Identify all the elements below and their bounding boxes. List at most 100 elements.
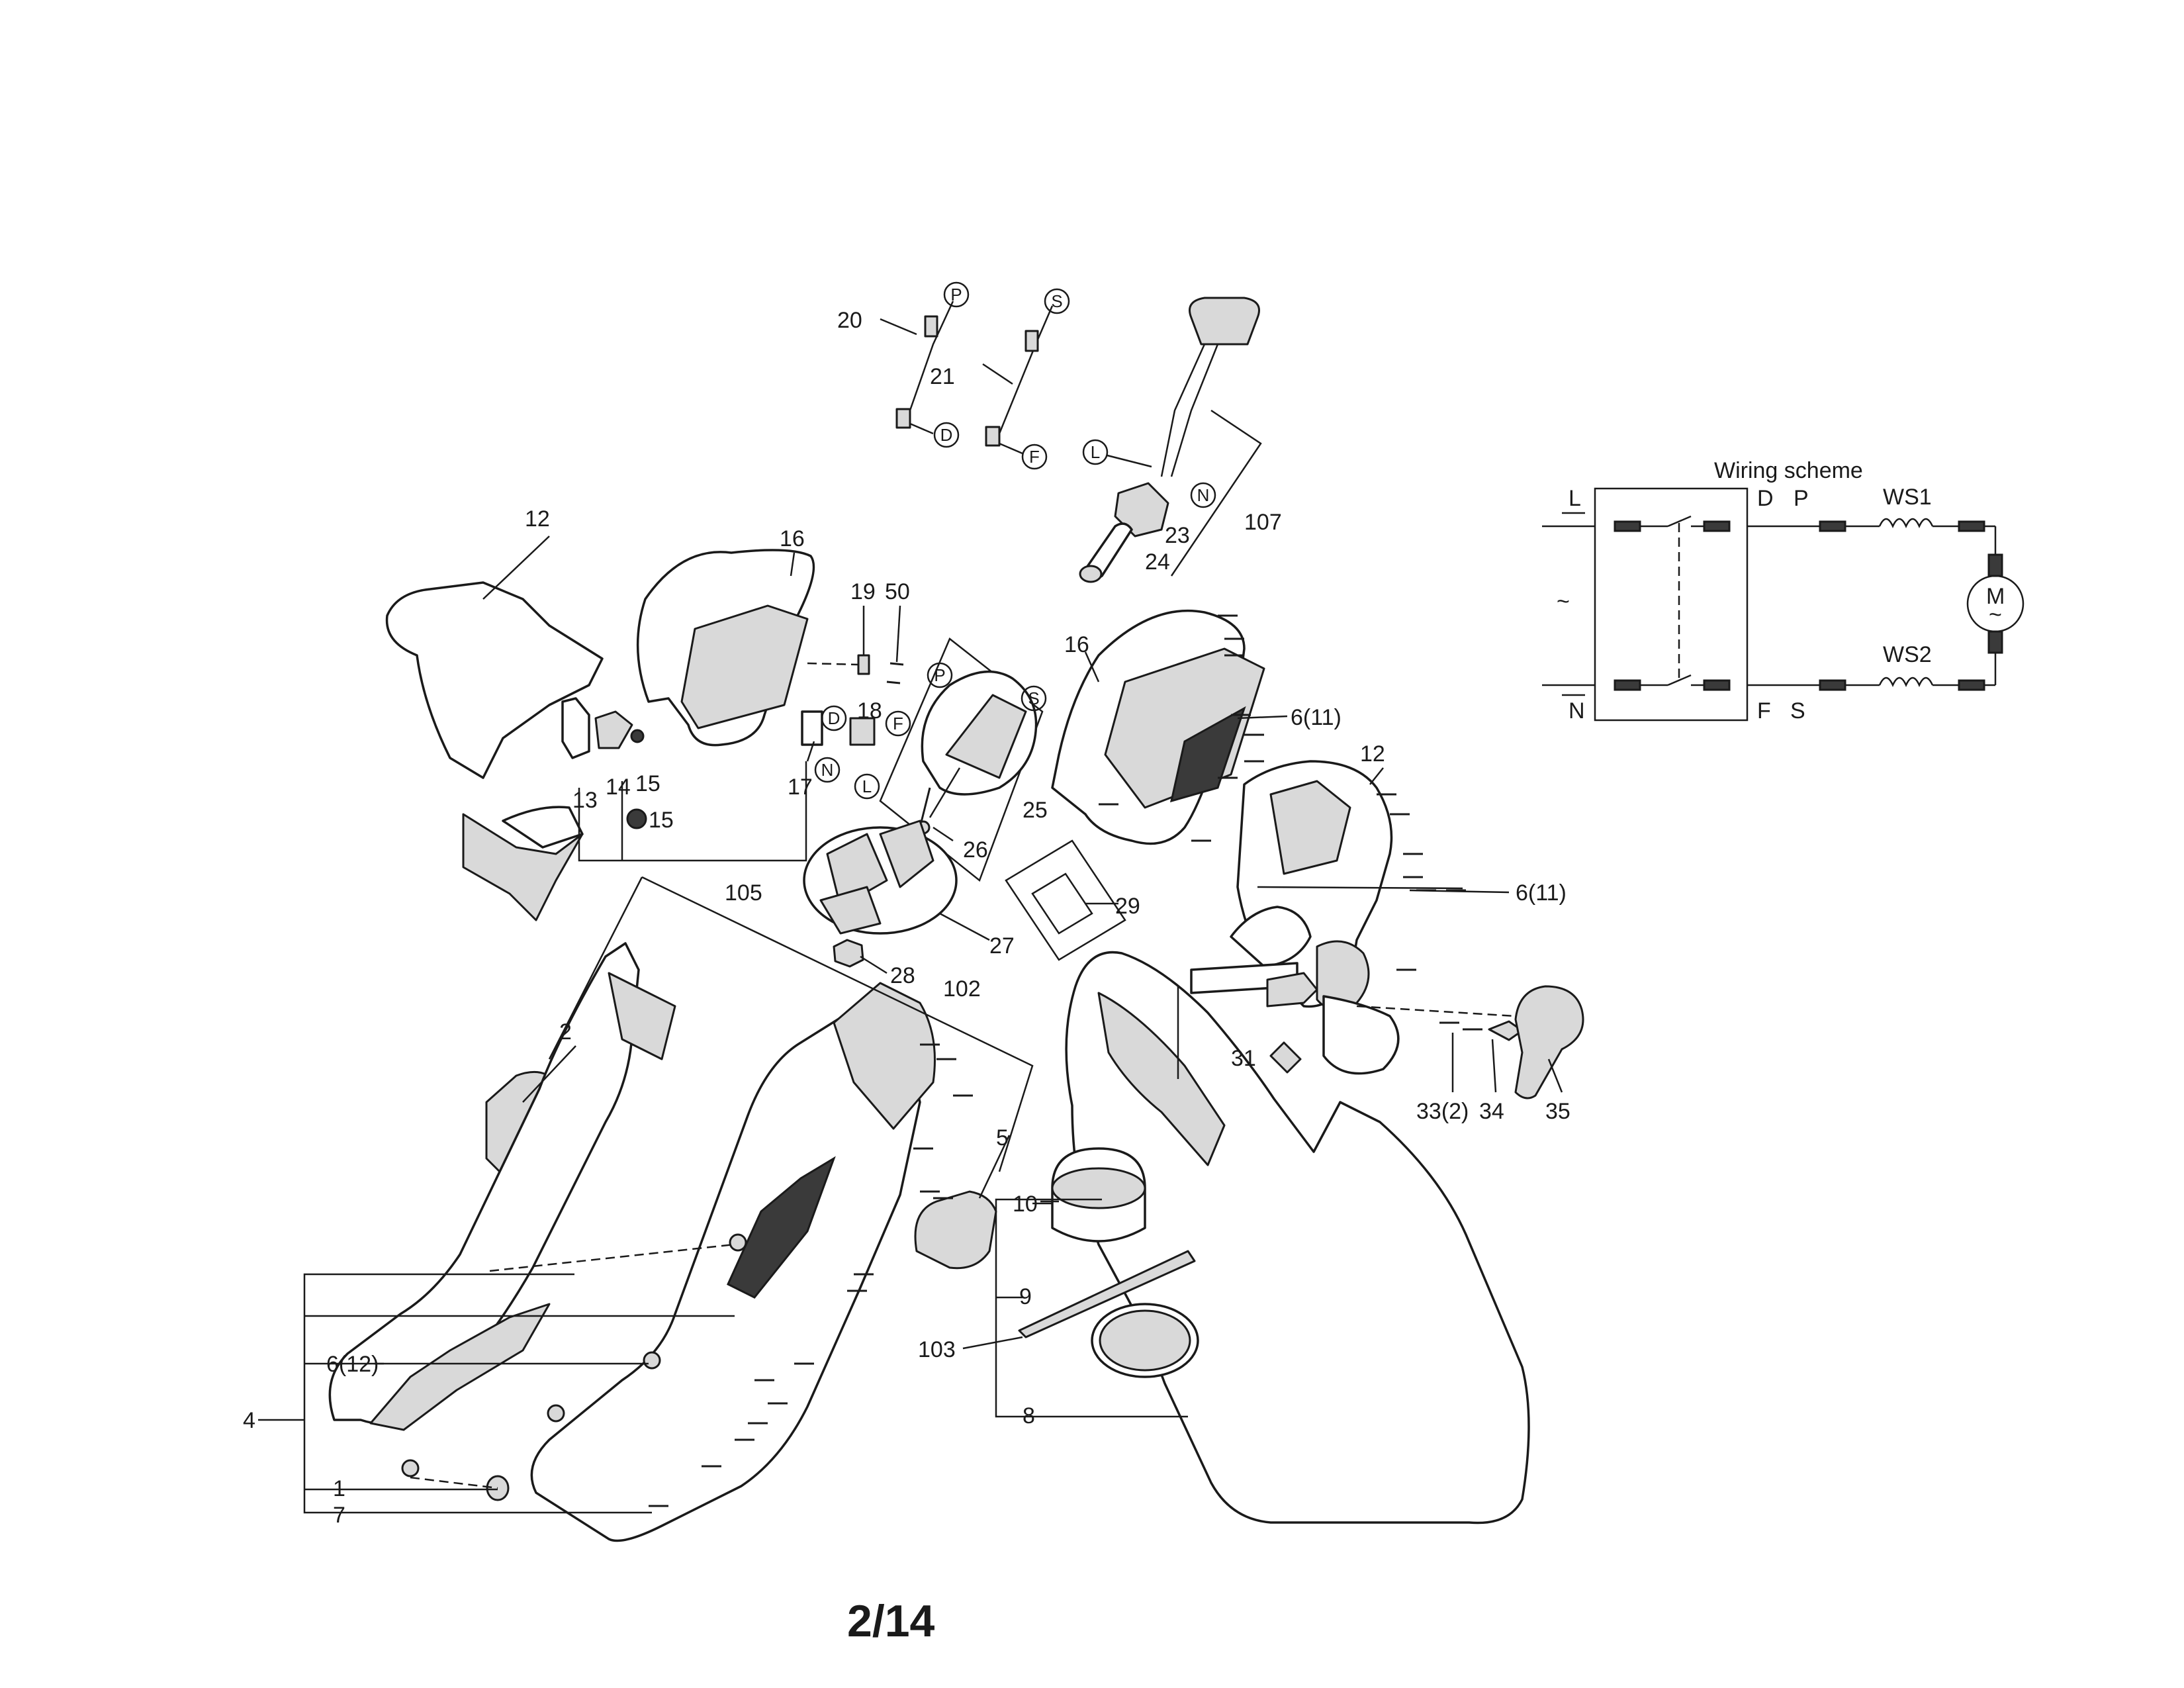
switch-box bbox=[1594, 487, 1749, 722]
ws1-coil bbox=[1878, 518, 1934, 529]
label-18: 18 bbox=[857, 698, 882, 724]
wiring-label-s: S bbox=[1790, 698, 1805, 724]
label-20: 20 bbox=[837, 308, 862, 333]
page-number: 2/14 bbox=[847, 1596, 935, 1646]
cord-21 bbox=[992, 305, 1054, 441]
ws2-coil bbox=[1878, 677, 1934, 688]
power-cord-wire-b bbox=[1170, 344, 1219, 477]
bracket-105 bbox=[578, 761, 807, 862]
label-9: 9 bbox=[1019, 1284, 1032, 1309]
connector-n-cord bbox=[1190, 482, 1216, 508]
switch-17 bbox=[801, 710, 823, 746]
svg-text:P: P bbox=[950, 285, 962, 305]
label-plate-29 bbox=[1005, 839, 1126, 961]
label-25: 25 bbox=[1023, 798, 1048, 823]
label-28: 28 bbox=[890, 963, 915, 988]
bracket-4 bbox=[303, 1273, 652, 1514]
wiring-label-p: P bbox=[1794, 486, 1809, 511]
terminal-s bbox=[1819, 679, 1846, 691]
left-housing-group: D N F L bbox=[385, 549, 911, 921]
label-102: 102 bbox=[943, 976, 981, 1002]
cord-assemblies: P D S F L N bbox=[895, 281, 1262, 583]
svg-text:L: L bbox=[1091, 442, 1100, 462]
motor-brush-top bbox=[1987, 553, 2003, 577]
svg-text:N: N bbox=[1197, 485, 1210, 505]
label-16-left: 16 bbox=[780, 526, 805, 551]
switch-contact-top bbox=[1667, 515, 1692, 528]
label-33: 33(2) bbox=[1416, 1099, 1469, 1124]
label-1: 1 bbox=[333, 1476, 345, 1501]
motor-brush-bottom bbox=[1987, 630, 2003, 654]
wiring-label-d: D bbox=[1757, 486, 1774, 511]
label-6-11-top: 6(11) bbox=[1291, 705, 1342, 730]
switch-13 bbox=[561, 697, 590, 759]
svg-text:D: D bbox=[940, 425, 953, 445]
label-17: 17 bbox=[788, 774, 813, 800]
housing-part-12-left bbox=[385, 581, 604, 779]
terminal-l1 bbox=[1614, 520, 1641, 532]
connector-f-top bbox=[1021, 444, 1048, 470]
ac-symbol: ~ bbox=[1557, 589, 1570, 614]
clip-19 bbox=[857, 654, 870, 675]
ws2-label: WS2 bbox=[1883, 642, 1932, 667]
terminal-d bbox=[1703, 520, 1731, 532]
label-50: 50 bbox=[885, 579, 910, 604]
knob-35 bbox=[1514, 985, 1584, 1100]
svg-text:P: P bbox=[934, 665, 945, 685]
label-29: 29 bbox=[1115, 894, 1140, 919]
switch-contact-bottom bbox=[1667, 674, 1692, 686]
cord-plug bbox=[1189, 297, 1260, 346]
svg-text:S: S bbox=[1051, 291, 1062, 311]
switch-actuator-14 bbox=[594, 710, 633, 749]
wiring-scheme: Wiring scheme L D P WS1 M ~ ~ N bbox=[1542, 458, 2025, 724]
motor-fan-group: P S bbox=[803, 637, 1126, 968]
part-31-collar bbox=[1230, 906, 1312, 968]
connector-f-mid bbox=[885, 710, 911, 737]
terminal-n1 bbox=[1614, 679, 1641, 691]
worx-logo-tube bbox=[727, 1156, 836, 1299]
label-13: 13 bbox=[572, 788, 598, 813]
connector-d-mid bbox=[821, 705, 847, 731]
label-10: 10 bbox=[1013, 1192, 1038, 1217]
label-8: 8 bbox=[1023, 1403, 1035, 1429]
collection-bag bbox=[962, 951, 1530, 1524]
label-16-right: 16 bbox=[1064, 632, 1089, 657]
label-7: 7 bbox=[333, 1503, 345, 1528]
right-housing-group bbox=[1051, 609, 1584, 1100]
connector-d-top bbox=[933, 422, 960, 448]
neutral-label: N bbox=[1569, 698, 1585, 724]
terminal-f bbox=[1703, 679, 1731, 691]
wiring-title: Wiring scheme bbox=[1714, 458, 1863, 483]
screw-50 bbox=[889, 662, 904, 666]
leader-lines bbox=[374, 318, 1563, 1365]
label-4: 4 bbox=[243, 1408, 255, 1433]
svg-text:D: D bbox=[828, 708, 841, 728]
svg-text:N: N bbox=[821, 760, 834, 780]
label-12-right: 12 bbox=[1360, 741, 1385, 767]
motor-tilde: ~ bbox=[1989, 602, 2002, 628]
label-24: 24 bbox=[1145, 549, 1170, 575]
label-15a: 15 bbox=[635, 771, 660, 796]
label-12-left: 12 bbox=[525, 506, 550, 532]
label-6-12: 6(12) bbox=[326, 1352, 379, 1377]
label-27: 27 bbox=[989, 933, 1015, 959]
label-14: 14 bbox=[606, 774, 631, 800]
label-19: 19 bbox=[850, 579, 876, 604]
ws1-label: WS1 bbox=[1883, 485, 1932, 510]
wiring-label-f: F bbox=[1757, 698, 1771, 724]
nut-28 bbox=[833, 939, 864, 968]
terminal-ws2-out bbox=[1958, 679, 1985, 691]
cord-clamp-23 bbox=[1114, 482, 1169, 538]
label-31: 31 bbox=[1231, 1046, 1256, 1071]
svg-text:F: F bbox=[893, 714, 903, 733]
label-107: 107 bbox=[1244, 510, 1282, 535]
motor-label: M bbox=[1986, 584, 2005, 609]
part-number-labels: 20 21 107 23 24 12 16 19 50 18 17 13 14 … bbox=[243, 308, 1570, 1528]
label-21: 21 bbox=[930, 364, 955, 389]
capacitor-18 bbox=[849, 717, 876, 746]
connector-s-motor bbox=[1021, 685, 1047, 712]
label-26: 26 bbox=[963, 837, 988, 863]
label-15b: 15 bbox=[649, 808, 674, 833]
svg-text:F: F bbox=[1029, 447, 1040, 467]
